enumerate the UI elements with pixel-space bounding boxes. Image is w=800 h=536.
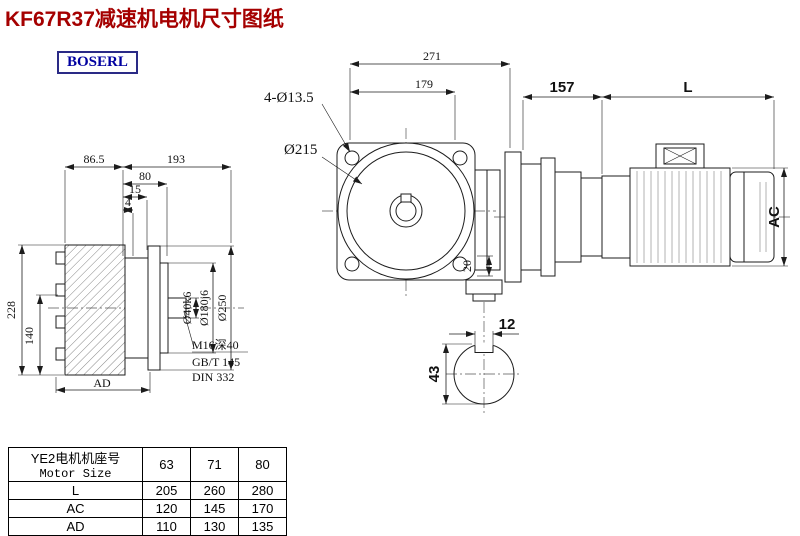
dim-86-5: 86.5 (84, 152, 105, 166)
dim-215-dia: Ø215 (284, 142, 317, 158)
tap-callout: M16深40 (192, 338, 239, 352)
bolt-holes-callout: 4-Ø13.5 (264, 90, 314, 106)
dim-157: 157 (549, 79, 574, 96)
table-row-header: YE2电机机座号 Motor Size 63 71 80 (8, 447, 287, 482)
tap-standard-gb: GB/T 145 (192, 355, 240, 369)
table-row-label: AD (8, 517, 143, 536)
side-view: 228 140 86.5 193 80 15 4 Ø40k6 Ø180j6 Ø2… (4, 152, 248, 393)
table-cell: 170 (238, 499, 287, 518)
bolt-tab (55, 283, 66, 297)
dim-140: 140 (22, 327, 36, 345)
bolt-hole (452, 256, 468, 272)
table-header-motor-size: YE2电机机座号 Motor Size (8, 447, 143, 482)
table-row-AD: AD 110 130 135 (8, 517, 287, 536)
dim-20: 20 (460, 260, 474, 272)
table-cell: 120 (142, 499, 191, 518)
table-cell-size: 71 (190, 447, 239, 482)
table-cell: 135 (238, 517, 287, 536)
bolt-hole (344, 150, 360, 166)
brand-logo: BOSERL (57, 51, 138, 74)
dim-193: 193 (167, 152, 185, 166)
table-cell: 145 (190, 499, 239, 518)
front-view: 271 179 4-Ø13.5 Ø215 20 (264, 49, 511, 302)
dim-flange-dia: Ø250 (215, 295, 229, 322)
page-title: KF67R37减速机电机尺寸图纸 (5, 8, 284, 31)
dim-15: 15 (129, 182, 141, 196)
table-header-en: Motor Size (39, 467, 112, 481)
bottom-boss (465, 279, 503, 295)
dimension-table: YE2电机机座号 Motor Size 63 71 80 L 205 260 2… (8, 447, 287, 536)
flange-outer-circle (337, 142, 475, 280)
table-cell: 130 (190, 517, 239, 536)
shaft-section-view: 12 43 (426, 302, 522, 416)
gearbox-rear-step (520, 163, 542, 271)
table-row-AC: AC 120 145 170 (8, 499, 287, 518)
dim-80: 80 (139, 169, 151, 183)
housing-step (124, 257, 149, 359)
output-flange (147, 245, 161, 371)
dim-L: L (683, 79, 692, 96)
table-cell: 110 (142, 517, 191, 536)
bottom-boss-step (472, 293, 496, 302)
motor-body (629, 167, 731, 267)
dim-228: 228 (4, 301, 18, 319)
dim-spigot-dia: Ø180j6 (197, 290, 211, 326)
bolt-hole (344, 256, 360, 272)
motor-fins (636, 171, 722, 263)
flange-inner-circle (346, 151, 466, 271)
terminal-box-lid (663, 147, 697, 165)
gearbox-rear-plate (504, 151, 522, 283)
dim-43: 43 (426, 366, 443, 383)
table-cell: 280 (238, 481, 287, 500)
table-row-label: AC (8, 499, 143, 518)
table-row-label: L (8, 481, 143, 500)
table-cell-size: 80 (238, 447, 287, 482)
motor-view: 157 L AC (494, 79, 792, 283)
flange-spigot (159, 262, 169, 354)
dim-179: 179 (415, 77, 433, 91)
dim-shaft-dia: Ø40k6 (180, 292, 194, 325)
table-row-L: L 205 260 280 (8, 481, 287, 500)
bolt-tab (55, 251, 66, 265)
bore-keyway (400, 193, 412, 203)
adapter-flange (540, 157, 556, 277)
bolt-hole (452, 150, 468, 166)
motor-endshield (601, 175, 631, 259)
table-cell: 205 (142, 481, 191, 500)
fan-cover (729, 171, 775, 263)
dim-271: 271 (423, 49, 441, 63)
table-cell-size: 63 (142, 447, 191, 482)
dim-AC: AC (766, 206, 783, 228)
gearbox-body-section (64, 244, 126, 376)
dim-AD: AD (93, 376, 111, 390)
bolt-tab (55, 315, 66, 329)
table-header-cn: YE2电机机座号 (30, 451, 121, 466)
tap-standard-din: DIN 332 (192, 370, 234, 384)
motor-mount-flange (580, 177, 603, 257)
bolt-tab (55, 347, 66, 361)
output-shaft (167, 297, 187, 319)
dim-4: 4 (125, 195, 131, 209)
adapter-bell (554, 171, 582, 263)
dim-12: 12 (499, 316, 516, 333)
table-cell: 260 (190, 481, 239, 500)
